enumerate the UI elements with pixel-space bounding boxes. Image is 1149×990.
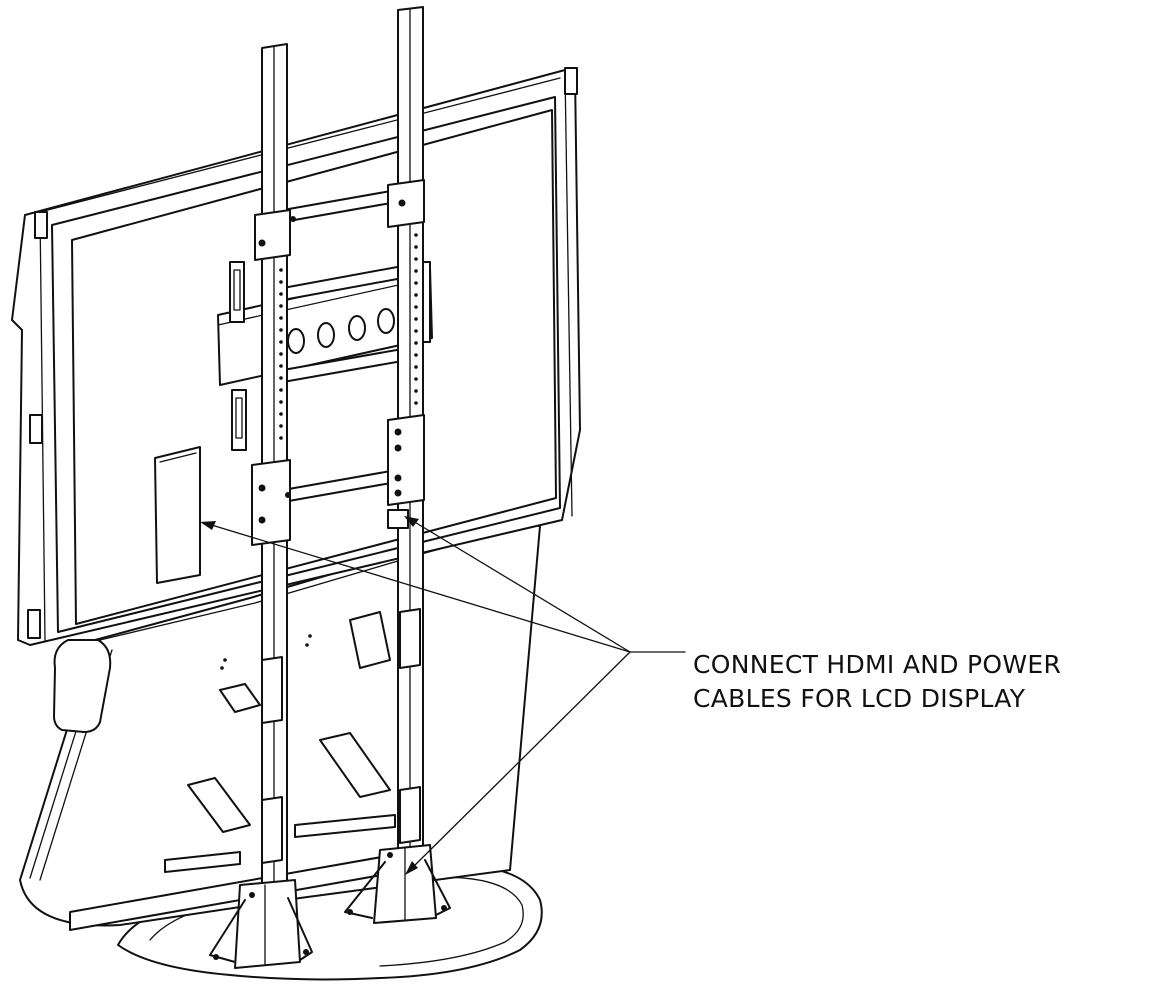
- callout-line-1: CONNECT HDMI AND POWER: [693, 650, 1062, 679]
- left-post-adjustment-holes: [279, 268, 283, 440]
- shelf-brackets: [164, 611, 396, 873]
- left-post: [209, 43, 313, 969]
- callout-leader-lines: [200, 516, 686, 875]
- cable-connection-callout: CONNECT HDMI AND POWER CABLES FOR LCD DI…: [693, 648, 1061, 716]
- right-post: [344, 6, 451, 924]
- right-post-adjustment-holes: [414, 233, 418, 405]
- callout-line-2: CABLES FOR LCD DISPLAY: [693, 684, 1026, 713]
